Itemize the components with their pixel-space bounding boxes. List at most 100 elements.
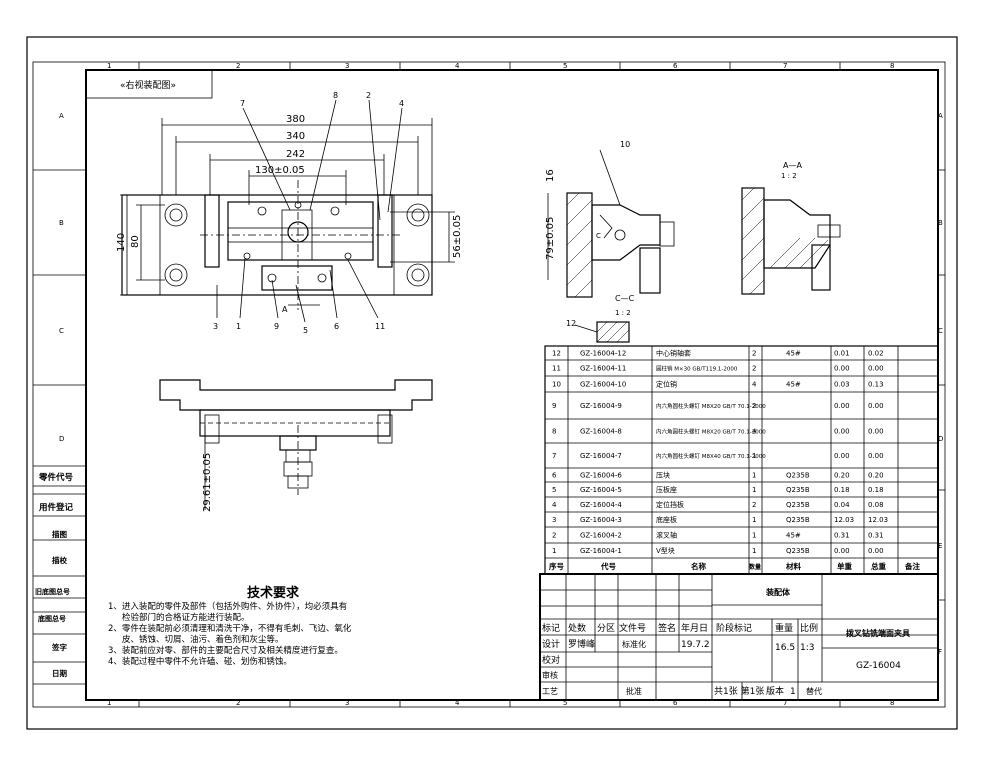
balloons-top: 7 8 2 4 xyxy=(240,91,404,108)
bom-cell-code: GZ-16004-11 xyxy=(580,365,626,373)
std-label: 标准化 xyxy=(622,639,646,649)
bom-cell-unit: 0.00 xyxy=(834,402,850,410)
bom-cell-total: 0.00 xyxy=(868,365,884,373)
balloon-10: 10 xyxy=(620,140,630,149)
bom-cell-total: 0.08 xyxy=(868,501,884,509)
bom-cell-unit: 0.03 xyxy=(834,381,850,389)
sheets: 共1张 第1张 xyxy=(714,685,764,697)
title-block-border xyxy=(539,573,939,701)
base-plate-inner xyxy=(159,194,395,296)
zone-label: 4 xyxy=(455,62,460,70)
rev-header: 标记 xyxy=(542,622,560,634)
company: 装配体 xyxy=(765,587,791,597)
right-stop-front xyxy=(377,414,393,444)
left-stop-front xyxy=(204,414,220,444)
bom-cell-unit: 0.20 xyxy=(834,472,850,480)
dim-56: 56±0.05 xyxy=(452,215,463,258)
balloon: 4 xyxy=(399,99,404,108)
rev-header: 文件号 xyxy=(619,622,646,634)
bom-cell-no: 3 xyxy=(552,516,556,524)
bom-cell-total: 0.20 xyxy=(868,472,884,480)
bom-cell-name: 内六角圆柱头螺钉 M8X20 GB/T 70.1-2000 xyxy=(656,402,766,410)
zone-label: 1 xyxy=(107,699,111,707)
balloon: 9 xyxy=(274,322,279,331)
bom-cell-total: 0.02 xyxy=(868,350,884,358)
bom-header-cell: 数量 xyxy=(749,563,761,571)
scale: 1:3 xyxy=(800,643,814,653)
bom-cell-qty: 1 xyxy=(752,547,756,555)
bom-cell-qty: 1 xyxy=(752,472,756,480)
bom-cell-code: GZ-16004-10 xyxy=(580,381,626,389)
zone-label: A xyxy=(938,112,943,120)
v-block-side xyxy=(591,204,661,261)
zone-labels-side: A B C D A B C D E F xyxy=(59,112,943,656)
dim-380: 380 xyxy=(286,114,305,125)
zone-label: 2 xyxy=(236,62,240,70)
bom-cell-code: GZ-16004-1 xyxy=(580,547,622,555)
bom-cell-no: 8 xyxy=(552,428,556,436)
cc-hatch xyxy=(596,321,630,343)
bom-header-cell: 名称 xyxy=(691,561,706,571)
clamp-side xyxy=(639,247,661,294)
side-labels: 零件代号 用件登记 描图 描校 旧底图总号 底图总号 签字 日期 xyxy=(35,472,74,678)
tech-line: 2、零件在装配前必须清理和清洗干净，不得有毛刺、飞边、氧化 xyxy=(108,624,352,634)
bom-cell-total: 0.18 xyxy=(868,486,884,494)
bom-cell-qty: 1 xyxy=(752,532,756,540)
bom-cell-mat: Q235B xyxy=(786,486,810,494)
bom-cell-no: 10 xyxy=(552,381,561,389)
bom-cell-code: GZ-16004-3 xyxy=(580,516,622,524)
press-block xyxy=(261,265,333,291)
bom-cell-name: 底座板 xyxy=(656,515,677,524)
section-cc-scale: 1 : 2 xyxy=(615,309,631,317)
bom-cell-unit: 0.04 xyxy=(834,501,850,509)
bom-header-cell: 总重 xyxy=(871,561,886,571)
bom-columns xyxy=(567,346,899,574)
dim-242: 242 xyxy=(286,149,305,160)
bom-cell-mat: 45# xyxy=(786,381,801,389)
base-plate xyxy=(121,194,433,296)
bom-cell-no: 5 xyxy=(552,486,556,494)
rev-header: 处数 xyxy=(568,622,586,634)
balloon-leaders-top xyxy=(242,99,403,221)
bom-cell-name: 定位挡板 xyxy=(656,500,684,509)
balloon: 11 xyxy=(375,322,385,331)
side-plate-hatch xyxy=(566,192,593,298)
zone-label: A xyxy=(59,112,64,120)
bom-cell-mat: Q235B xyxy=(786,472,810,480)
bom-cell-no: 2 xyxy=(552,532,556,540)
drawing-name: 拨叉钻铣端面夹具 xyxy=(846,628,910,638)
bom-cell-code: GZ-16004-2 xyxy=(580,532,622,540)
bom-cell-name: 内六角圆柱头螺钉 M8X20 GB/T 70.1-2000 xyxy=(656,428,766,436)
version: 1 xyxy=(790,687,796,697)
bom-cell-unit: 0.00 xyxy=(834,428,850,436)
bom-cell-name: V型块 xyxy=(656,546,675,555)
zone-label: 5 xyxy=(563,62,567,70)
zone-label: 2 xyxy=(236,699,240,707)
tech-title: 技术要求 xyxy=(246,586,299,601)
left-stop xyxy=(204,194,220,268)
zone-label: 6 xyxy=(673,62,678,70)
side-label-registration: 用件登记 xyxy=(38,502,74,513)
check-label: 校对 xyxy=(542,654,560,666)
bom-cell-no: 7 xyxy=(552,452,556,460)
side-label-date: 日期 xyxy=(52,668,67,678)
balloon-leaders-bottom xyxy=(216,257,379,323)
bom-cell-qty: 4 xyxy=(752,428,757,436)
screws xyxy=(243,201,352,283)
bom-cell-total: 0.13 xyxy=(868,381,884,389)
bom-cell-no: 12 xyxy=(552,350,561,358)
bom-cell-total: 0.00 xyxy=(868,452,884,460)
section-aa-title: A—A xyxy=(783,161,802,170)
section-aa: A—A 1 : 2 xyxy=(741,161,841,295)
bom-cell-unit: 0.00 xyxy=(834,547,850,555)
zone-labels-top: 1 2 3 4 5 6 7 8 1 2 3 4 5 6 7 8 xyxy=(107,62,894,707)
dim-16: 16 xyxy=(545,169,556,182)
balloon-leader-12 xyxy=(574,324,598,333)
bom-cell-unit: 0.00 xyxy=(834,452,850,460)
bom-cell-qty: 1 xyxy=(752,452,756,460)
zone-label: 6 xyxy=(673,699,678,707)
zone-label: B xyxy=(938,219,943,227)
